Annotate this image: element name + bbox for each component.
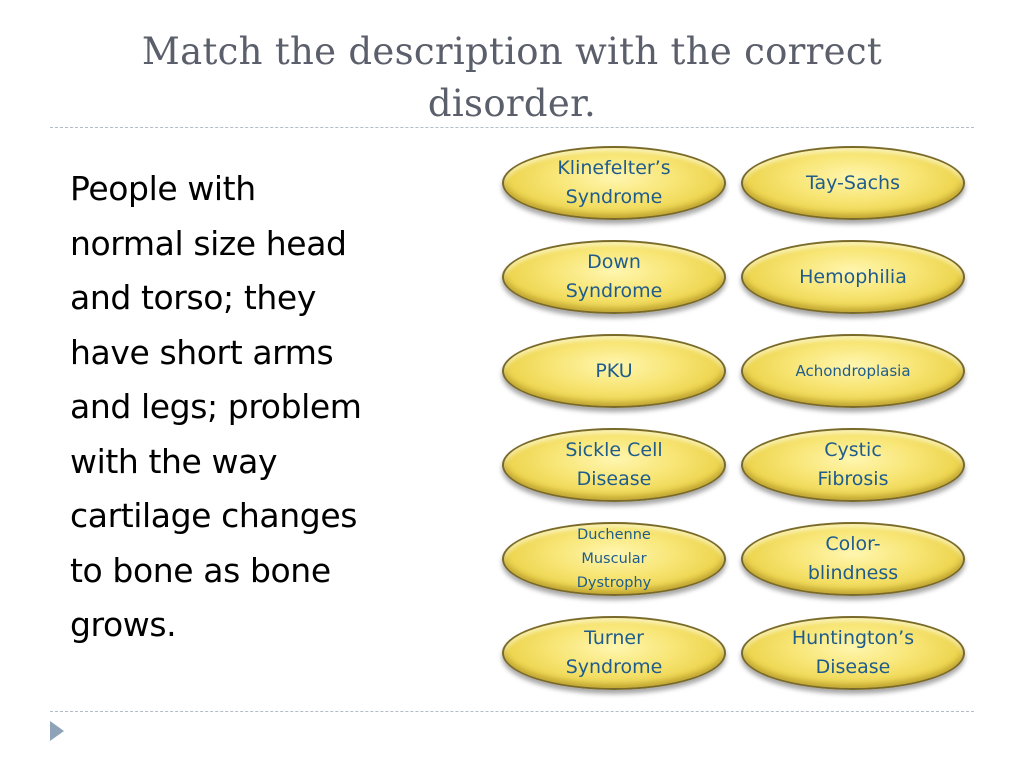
option-color-blindness[interactable]: Color- blindness: [741, 522, 965, 596]
footer-divider: [50, 711, 974, 712]
option-label: Sickle Cell Disease: [565, 439, 663, 490]
option-tay-sachs[interactable]: Tay-Sachs: [741, 146, 965, 220]
option-label: Color- blindness: [807, 533, 899, 584]
title-divider: [50, 127, 974, 128]
option-label: Hemophilia: [799, 265, 907, 288]
option-huntingtons-disease[interactable]: Huntington’s Disease: [741, 616, 965, 690]
option-label: Achondroplasia: [795, 362, 911, 380]
option-label: Duchenne Muscular Dystrophy: [576, 527, 652, 591]
option-hemophilia[interactable]: Hemophilia: [741, 240, 965, 314]
next-slide-arrow-icon[interactable]: [50, 721, 64, 741]
option-label: Down Syndrome: [565, 251, 663, 302]
disorder-description: People with normal size head and torso; …: [70, 169, 362, 644]
option-down-syndrome[interactable]: Down Syndrome: [502, 240, 726, 314]
slide-title: Match the description with the correct d…: [141, 30, 883, 125]
option-label: Cystic Fibrosis: [817, 439, 889, 490]
option-klinefelters-syndrome[interactable]: Klinefelter’s Syndrome: [502, 146, 726, 220]
option-turner-syndrome[interactable]: Turner Syndrome: [502, 616, 726, 690]
option-pku[interactable]: PKU: [502, 334, 726, 408]
option-achondroplasia[interactable]: Achondroplasia: [741, 334, 965, 408]
option-label: Huntington’s Disease: [791, 627, 915, 678]
option-cystic-fibrosis[interactable]: Cystic Fibrosis: [741, 428, 965, 502]
option-duchenne-muscular-dystrophy[interactable]: Duchenne Muscular Dystrophy: [502, 522, 726, 596]
option-label: Klinefelter’s Syndrome: [557, 157, 671, 208]
option-sickle-cell-disease[interactable]: Sickle Cell Disease: [502, 428, 726, 502]
option-label: Tay-Sachs: [806, 171, 900, 194]
option-label: PKU: [595, 359, 633, 382]
option-label: Turner Syndrome: [565, 627, 663, 678]
